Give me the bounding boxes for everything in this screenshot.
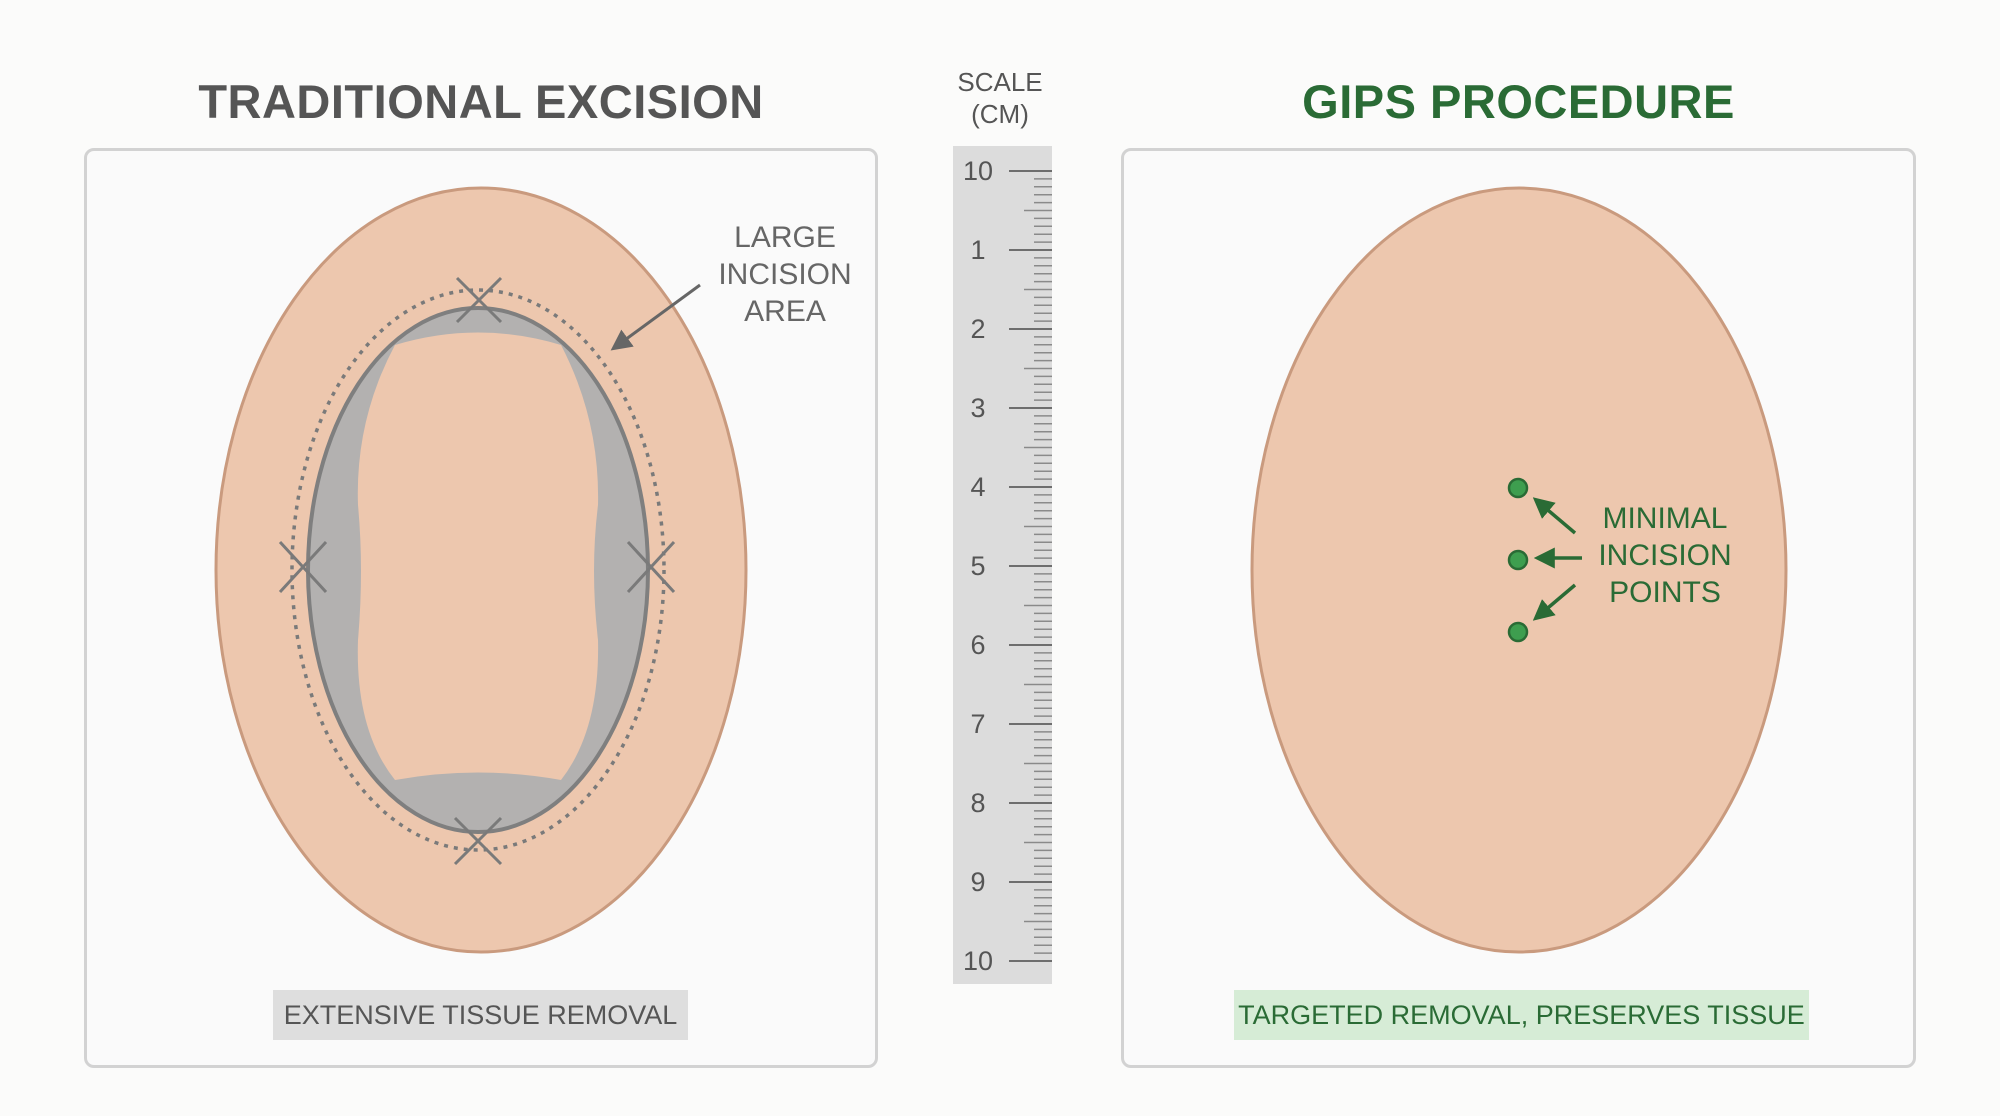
gips-procedure-title: GIPS PROCEDURE — [1302, 75, 1735, 128]
x-marker-top — [455, 276, 503, 324]
targeted-removal-caption: TARGETED REMOVAL, PRESERVES TISSUE — [1234, 990, 1809, 1040]
ruler-tick-label: 7 — [970, 709, 986, 739]
incision-point-middle — [1507, 549, 1529, 571]
arrow-to-bottom-point — [1532, 583, 1577, 621]
ruler-tick-label: 9 — [970, 867, 986, 897]
scale-title-line-2: (CM) — [971, 99, 1029, 129]
label-minimal-line-1: MINIMAL — [1602, 502, 1728, 535]
dotted-excision-outline — [290, 288, 666, 852]
label-minimal-line-3: POINTS — [1609, 576, 1721, 609]
incision-point-bottom — [1507, 621, 1529, 643]
ruler-ticks — [1009, 170, 1052, 962]
ruler-tick-label: 3 — [970, 393, 986, 423]
ruler-tick-label: 6 — [970, 630, 986, 660]
traditional-excision-title: TRADITIONAL EXCISION — [198, 75, 764, 128]
ruler-tick-label: 2 — [970, 314, 986, 344]
scale-title-line-1: SCALE — [957, 67, 1043, 97]
ruler-tick-label: 5 — [970, 551, 986, 581]
ruler-tick-label: 10 — [962, 156, 994, 186]
label-large-line-1: LARGE — [734, 221, 836, 254]
scale-ruler: 10 1 2 3 4 5 6 7 8 9 10 — [953, 146, 1052, 984]
large-incision-arrow — [610, 283, 701, 351]
ruler-tick-label: 4 — [970, 472, 986, 502]
large-incision-area-label: LARGE INCISION AREA — [700, 219, 870, 330]
arrow-to-top-point — [1532, 497, 1577, 535]
x-marker-bottom — [453, 816, 503, 866]
scale-title: SCALE(CM) — [940, 66, 1060, 130]
x-marker-right — [626, 540, 676, 594]
inner-tissue — [357, 332, 599, 780]
label-large-line-2: INCISION — [718, 258, 852, 291]
label-minimal-line-2: INCISION — [1598, 539, 1732, 572]
minimal-incision-points-label: MINIMAL INCISION POINTS — [1575, 500, 1755, 611]
extensive-tissue-removal-caption: EXTENSIVE TISSUE REMOVAL — [273, 990, 688, 1040]
ruler-tick-label: 10 — [962, 946, 994, 976]
incision-point-top — [1507, 477, 1529, 499]
ruler-tick-label: 1 — [970, 235, 986, 265]
ruler-tick-label: 8 — [970, 788, 986, 818]
x-marker-left — [278, 540, 328, 594]
label-large-line-3: AREA — [744, 295, 826, 328]
